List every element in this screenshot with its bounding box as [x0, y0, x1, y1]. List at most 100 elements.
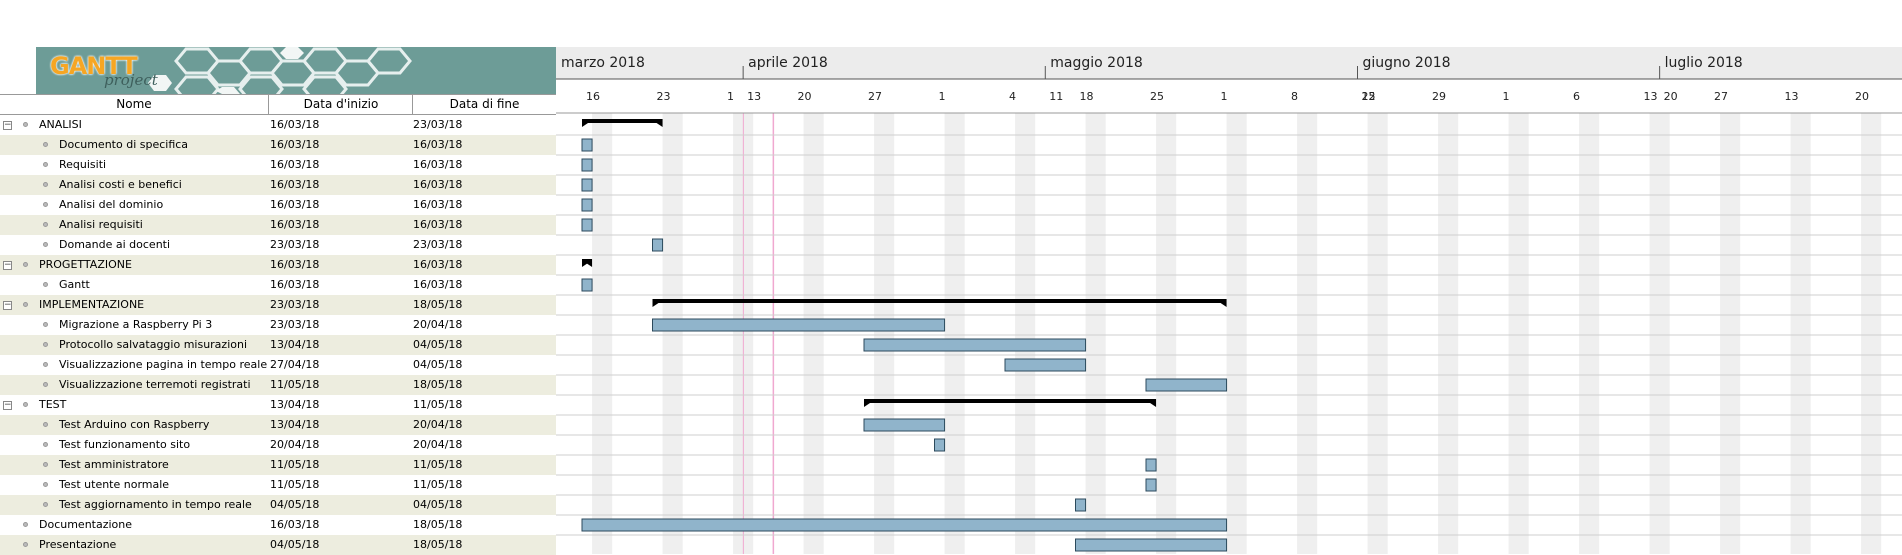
collapse-toggle-icon[interactable]: −: [3, 120, 12, 130]
task-end-date: 16/03/18: [413, 158, 463, 171]
weekend-shade: [1085, 113, 1106, 554]
task-name[interactable]: Domande ai docenti: [59, 238, 171, 251]
summary-bar: [582, 119, 663, 127]
task-name[interactable]: PROGETTAZIONE: [39, 258, 132, 271]
hexagon-pattern: [148, 47, 412, 94]
task-name[interactable]: Documento di specifica: [59, 138, 189, 151]
collapse-toggle-icon[interactable]: −: [3, 400, 12, 410]
task-name[interactable]: Test aggiornamento in tempo reale: [59, 498, 252, 511]
task-bar: [1145, 378, 1228, 392]
task-start-date: 16/03/18: [270, 138, 320, 151]
task-row[interactable]: Test aggiornamento in tempo reale 04/05/1…: [0, 495, 556, 515]
task-bullet-icon: [43, 502, 48, 507]
task-end-date: 18/05/18: [413, 378, 463, 391]
task-table-header: Nome Data d'inizio Data di fine: [0, 94, 556, 115]
task-end-date: 23/03/18: [413, 118, 463, 131]
column-header-start[interactable]: Data d'inizio: [268, 95, 413, 114]
task-name[interactable]: Analisi costi e benefici: [59, 178, 182, 191]
task-start-date: 04/05/18: [270, 498, 320, 511]
task-bullet-icon: [23, 402, 28, 407]
task-bullet-icon: [43, 202, 48, 207]
day-tick-label: 13: [1644, 90, 1658, 103]
task-end-date: 16/03/18: [413, 218, 463, 231]
collapse-toggle-icon[interactable]: −: [3, 260, 12, 270]
weekend-shade: [874, 113, 895, 554]
task-end-date: 11/05/18: [413, 398, 463, 411]
task-name[interactable]: Documentazione: [39, 518, 133, 531]
task-bullet-icon: [43, 222, 48, 227]
task-bar: [1145, 458, 1157, 472]
day-tick-label: 11: [1049, 90, 1063, 103]
task-name[interactable]: Test utente normale: [59, 478, 170, 491]
summary-bar: [864, 399, 1157, 407]
task-start-date: 16/03/18: [270, 278, 320, 291]
task-name[interactable]: Analisi requisiti: [59, 218, 143, 231]
timeline-month-band: [556, 47, 1902, 79]
column-header-end[interactable]: Data di fine: [412, 95, 556, 114]
task-end-date: 11/05/18: [413, 478, 463, 491]
day-tick-label: 4: [1009, 90, 1016, 103]
task-name[interactable]: TEST: [39, 398, 67, 411]
task-name[interactable]: Test Arduino con Raspberry: [59, 418, 210, 431]
task-name[interactable]: Gantt: [59, 278, 90, 291]
day-tick-label: 29: [1432, 90, 1446, 103]
column-header-name[interactable]: Nome: [116, 97, 152, 111]
task-start-date: 16/03/18: [270, 178, 320, 191]
task-bullet-icon: [43, 282, 48, 287]
task-name[interactable]: ANALISI: [39, 118, 82, 131]
task-name[interactable]: IMPLEMENTAZIONE: [39, 298, 145, 311]
task-bullet-icon: [23, 542, 28, 547]
task-row[interactable]: − TEST 13/04/18 11/05/18: [0, 395, 556, 415]
task-bar: [863, 418, 946, 432]
task-start-date: 20/04/18: [270, 438, 320, 451]
task-bullet-icon: [43, 382, 48, 387]
task-start-date: 13/04/18: [270, 398, 320, 411]
collapse-toggle-icon[interactable]: −: [3, 300, 12, 310]
task-name[interactable]: Migrazione a Raspberry Pi 3: [59, 318, 213, 331]
task-start-date: 16/03/18: [270, 258, 320, 271]
task-end-date: 04/05/18: [413, 358, 463, 371]
day-tick-label: 27: [1714, 90, 1728, 103]
task-name[interactable]: Protocollo salvataggio misurazioni: [59, 338, 248, 351]
task-start-date: 23/03/18: [270, 318, 320, 331]
task-name[interactable]: Visualizzazione terremoti registrati: [59, 378, 251, 391]
day-tick-label: 23: [657, 90, 671, 103]
weekend-shade: [1226, 113, 1247, 554]
task-name[interactable]: Test amministratore: [59, 458, 169, 471]
task-name[interactable]: Test funzionamento sito: [59, 438, 191, 451]
day-tick-label: 1: [1221, 90, 1228, 103]
task-name[interactable]: Visualizzazione pagina in tempo reale: [59, 358, 268, 371]
task-name[interactable]: Requisiti: [59, 158, 107, 171]
task-name[interactable]: Presentazione: [39, 538, 117, 551]
task-bar: [1075, 498, 1087, 512]
task-bar: [581, 198, 593, 212]
task-name[interactable]: Analisi del dominio: [59, 198, 164, 211]
timeline-day-band: [556, 79, 1902, 113]
task-end-date: 04/05/18: [413, 498, 463, 511]
day-tick-label: 13: [1785, 90, 1799, 103]
task-bar: [581, 138, 593, 152]
task-bar: [581, 218, 593, 232]
task-bar: [934, 438, 946, 452]
